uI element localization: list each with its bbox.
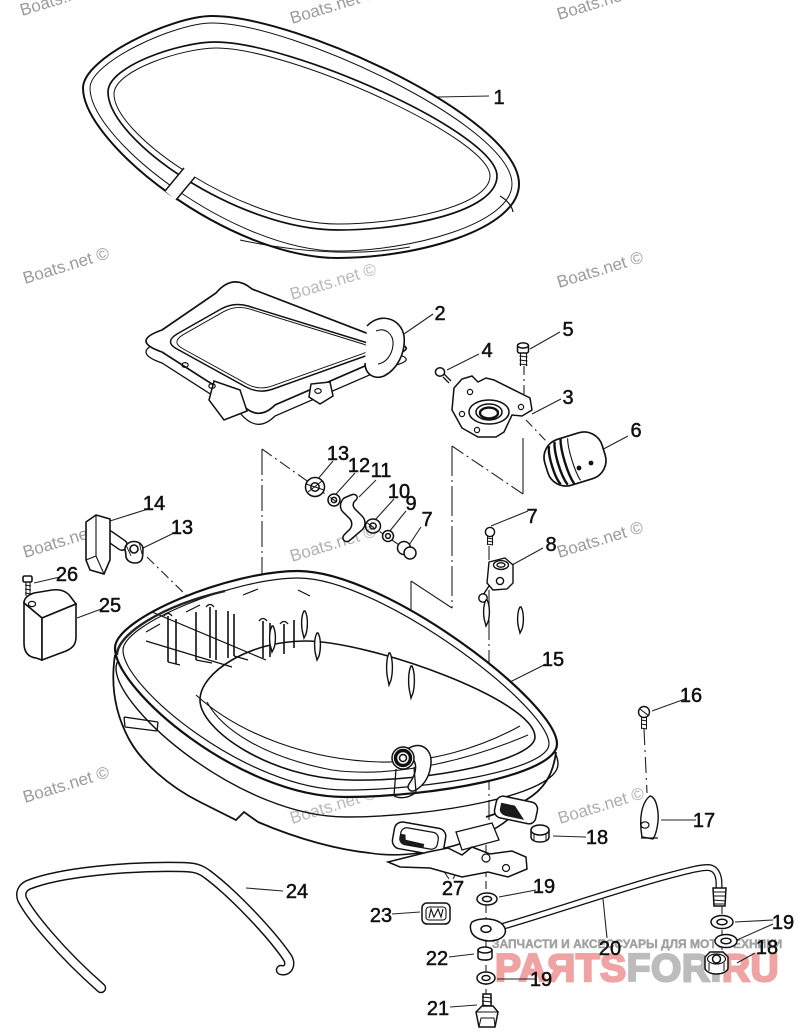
svg-text:24: 24 — [286, 881, 308, 903]
svg-text:19: 19 — [530, 969, 552, 991]
svg-text:15: 15 — [542, 649, 564, 671]
svg-text:13: 13 — [327, 443, 349, 465]
svg-text:23: 23 — [370, 905, 392, 927]
svg-text:12: 12 — [348, 455, 370, 477]
svg-text:19: 19 — [533, 876, 555, 898]
svg-text:6: 6 — [630, 420, 641, 442]
svg-text:1: 1 — [493, 87, 504, 109]
svg-text:7: 7 — [421, 509, 432, 531]
svg-text:19: 19 — [772, 912, 794, 934]
svg-text:4: 4 — [481, 340, 492, 362]
svg-text:10: 10 — [388, 481, 410, 503]
svg-text:5: 5 — [562, 319, 573, 341]
svg-text:7: 7 — [526, 506, 537, 528]
svg-text:8: 8 — [545, 534, 556, 556]
svg-text:13: 13 — [171, 517, 193, 539]
svg-text:PAЯTSFOR.RU: PAЯTSFOR.RU — [495, 947, 779, 990]
svg-text:21: 21 — [427, 998, 449, 1020]
svg-text:9: 9 — [405, 493, 416, 515]
svg-text:20: 20 — [599, 938, 621, 960]
svg-text:18: 18 — [756, 937, 778, 959]
svg-text:ЗАПЧАСТИ И АКСЕССУАРЫ ДЛЯ МОТО: ЗАПЧАСТИ И АКСЕССУАРЫ ДЛЯ МОТОТЕХНИКИ — [492, 937, 782, 951]
svg-text:16: 16 — [680, 685, 702, 707]
svg-text:14: 14 — [143, 493, 165, 515]
svg-text:27: 27 — [442, 878, 464, 900]
svg-text:22: 22 — [426, 948, 448, 970]
svg-text:25: 25 — [99, 595, 121, 617]
svg-text:26: 26 — [56, 564, 78, 586]
svg-text:17: 17 — [693, 810, 715, 832]
svg-text:3: 3 — [562, 387, 573, 409]
svg-text:18: 18 — [586, 827, 608, 849]
svg-text:11: 11 — [371, 460, 392, 482]
svg-text:2: 2 — [434, 303, 445, 325]
